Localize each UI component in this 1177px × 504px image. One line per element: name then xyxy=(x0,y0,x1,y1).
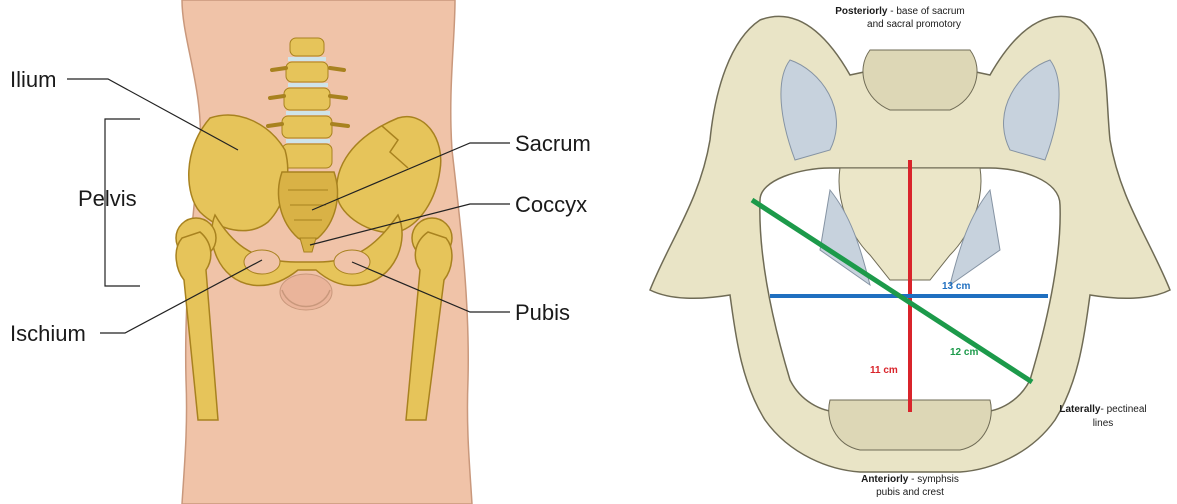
left-body-illustration xyxy=(176,0,472,504)
label-sacrum: Sacrum xyxy=(515,131,591,156)
posteriorly-annotation: Posteriorly - base of sacrum and sacral … xyxy=(835,6,965,30)
anteriorly-bold: Anteriorly xyxy=(861,474,909,485)
svg-text:Laterally- pectineal: Laterally- pectineal xyxy=(1059,404,1146,415)
laterally-rest: - pectineal xyxy=(1101,404,1147,415)
anteriorly-rest: - symphsis xyxy=(908,474,959,485)
anteriorly-annotation: Anteriorly - symphsis pubis and crest xyxy=(861,474,959,498)
posteriorly-rest: - base of sacrum xyxy=(887,6,964,17)
laterally-annotation: Laterally- pectineal lines xyxy=(1059,404,1146,429)
laterally-line2: lines xyxy=(1093,418,1114,429)
label-11cm: 11 cm xyxy=(870,365,898,376)
label-13cm: 13 cm xyxy=(942,281,970,292)
label-pubis: Pubis xyxy=(515,300,570,325)
label-12cm: 12 cm xyxy=(950,347,978,358)
posteriorly-line2: and sacral promotory xyxy=(867,19,961,30)
laterally-bold: Laterally xyxy=(1059,404,1101,415)
svg-text:Anteriorly - symphsis: Anteriorly - symphsis xyxy=(861,474,959,485)
label-ischium: Ischium xyxy=(10,321,86,346)
anteriorly-line2: pubis and crest xyxy=(876,487,944,498)
label-coccyx: Coccyx xyxy=(515,192,587,217)
svg-text:Posteriorly - base of sacrum: Posteriorly - base of sacrum xyxy=(835,6,965,17)
posteriorly-bold: Posteriorly xyxy=(835,6,888,17)
sacral-promontory xyxy=(863,50,977,110)
label-ilium: Ilium xyxy=(10,67,56,92)
label-pelvis: Pelvis xyxy=(78,186,137,211)
